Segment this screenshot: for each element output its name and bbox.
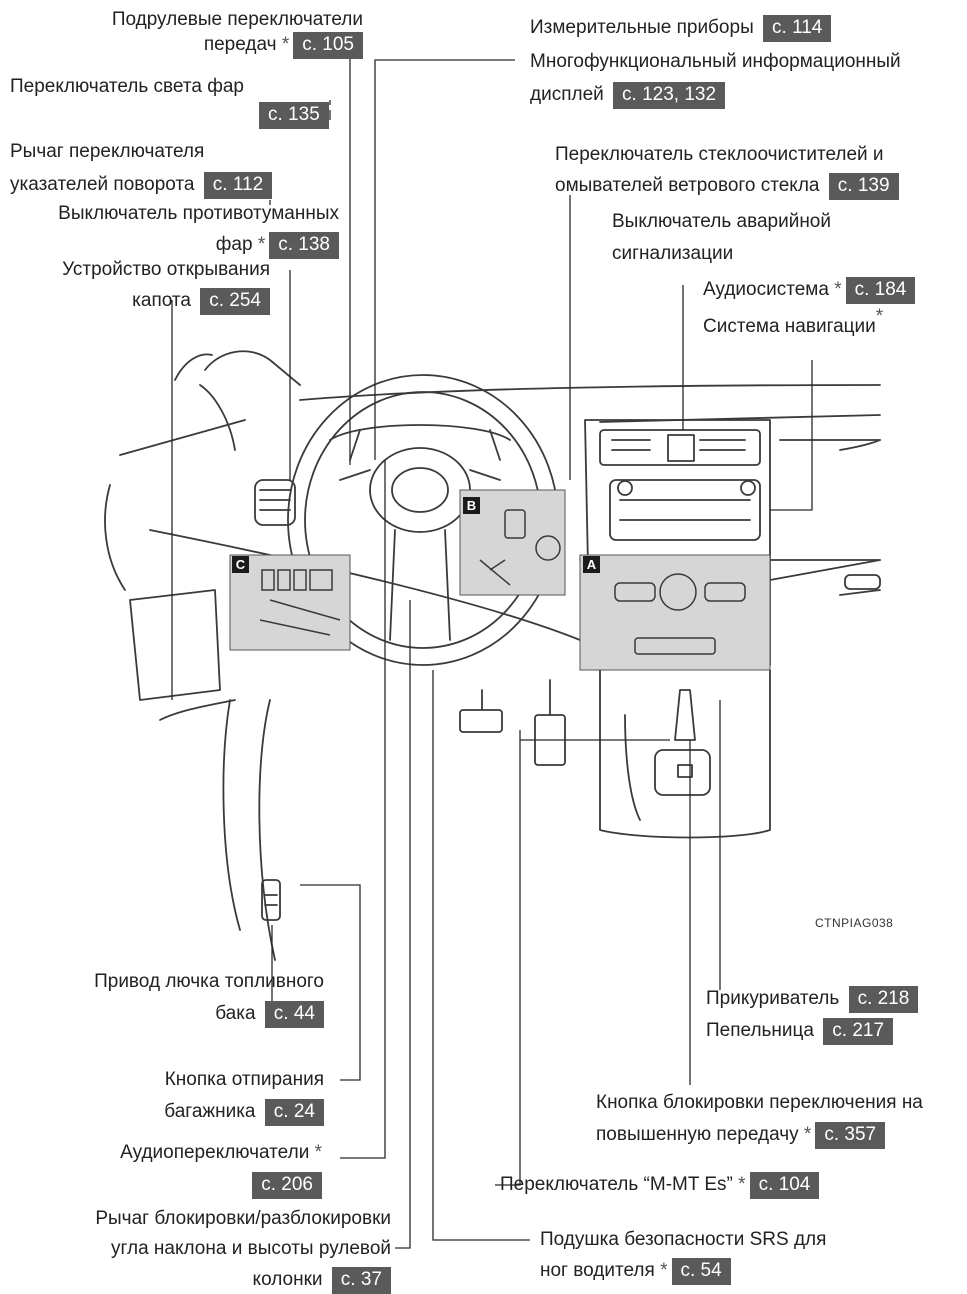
mid-label: Многофункциональный информационный диспл… [530, 50, 901, 109]
page-ref-badge[interactable]: с. 139 [828, 173, 899, 200]
page-ref-badge[interactable]: с. 135 [259, 102, 329, 129]
hazard-label: Выключатель аварийной сигнализации [612, 210, 831, 266]
nav-line1: Система навигации [703, 316, 876, 337]
page-ref-badge[interactable]: с. 24 [264, 1099, 324, 1126]
asterisk: * [660, 1260, 668, 1281]
tilt-line3: колонки [252, 1269, 323, 1290]
page-ref-badge[interactable]: с. 254 [200, 288, 270, 315]
fuel-label: Привод лючка топливного бака с. 44 [94, 970, 324, 1028]
asterisk: * [803, 1124, 812, 1145]
fog-line1: Выключатель противотуманных [58, 203, 339, 224]
ashtray-label: Пепельница с. 217 [706, 1018, 894, 1045]
paddle-shift-label: Подрулевые переключатели передач *с. 105 [112, 8, 363, 59]
paddle-shift-line2: передач [203, 34, 277, 55]
asterisk: * [281, 34, 290, 55]
hood-line1: Устройство открывания [62, 259, 270, 280]
knee-airbag-line2: ног водителя [540, 1260, 655, 1281]
turn-signal-line2: указателей поворота [10, 174, 195, 195]
gauges-line1: Измерительные приборы [530, 17, 754, 38]
gauges-label: Измерительные приборы с. 114 [530, 15, 832, 42]
page-ref-badge[interactable]: с. 357 [815, 1122, 886, 1149]
page-ref-badge[interactable]: с. 114 [763, 15, 832, 42]
fog-line2: фар [215, 234, 253, 255]
asterisk: * [834, 279, 842, 300]
asterisk: * [257, 234, 266, 255]
trunk-line2: багажника [164, 1101, 256, 1122]
overdrive-line2: повышенную передачу [596, 1124, 799, 1145]
paddle-shift-line1: Подрулевые переключатели [111, 9, 363, 30]
overdrive-label: Кнопка блокировки переключения на повыше… [596, 1091, 967, 1149]
wiper-line1: Переключатель стеклоочистителей и [555, 144, 884, 165]
callout-b: B [463, 497, 480, 514]
page-ref-badge[interactable]: с. 123, 132 [613, 82, 726, 109]
page-ref-badge[interactable]: с. 206 [252, 1172, 322, 1199]
page-ref-badge[interactable]: с. 218 [848, 986, 919, 1013]
tilt-line2: угла наклона и высоты рулевой [110, 1238, 391, 1259]
turn-signal-line1: Рычаг переключателя [10, 141, 205, 162]
page-ref-badge[interactable]: с. 105 [293, 32, 363, 59]
audio-label: Аудиосистема *с. 184 [703, 277, 916, 304]
turn-signal-label: Рычаг переключателя указателей поворота … [10, 140, 273, 199]
page-ref-badge[interactable]: с. 112 [203, 172, 273, 199]
hood-line2: капота [132, 290, 191, 311]
audio-line1: Аудиосистема [703, 279, 829, 300]
nav-label: Система навигации* [703, 306, 883, 339]
hazard-line2: сигнализации [612, 243, 734, 264]
lighter-line1: Прикуриватель [706, 988, 840, 1009]
fuel-line1: Привод лючка топливного [94, 971, 324, 992]
mmt-label: Переключатель “M-MT Es” *с. 104 [500, 1172, 820, 1199]
page-ref-badge[interactable]: с. 217 [823, 1018, 894, 1045]
callout-a: A [583, 556, 600, 573]
page-ref-badge[interactable]: с. 104 [749, 1172, 820, 1199]
fuel-line2: бака [215, 1003, 256, 1024]
overdrive-line1: Кнопка блокировки переключения на [596, 1092, 923, 1113]
wiper-line2: омывателей ветрового стекла [555, 175, 820, 196]
knee-airbag-line1: Подушка безопасности SRS для [540, 1229, 827, 1250]
wiper-label: Переключатель стеклоочистителей и омыват… [555, 143, 899, 200]
page-ref-badge[interactable]: с. 37 [331, 1267, 391, 1294]
asterisk: * [314, 1142, 322, 1163]
headlight-line1: Переключатель света фар [10, 76, 244, 97]
mid-line2: дисплей [530, 84, 604, 105]
fog-label: Выключатель противотуманных фар *с. 138 [58, 202, 339, 259]
callout-c: C [232, 556, 249, 573]
ashtray-line1: Пепельница [706, 1020, 814, 1041]
asterisk: * [875, 306, 884, 327]
trunk-label: Кнопка отпирания багажника с. 24 [164, 1068, 324, 1126]
tilt-line1: Рычаг блокировки/разблокировки [95, 1208, 391, 1229]
image-code: CTNPIAG038 [815, 916, 894, 930]
page-ref-badge[interactable]: с. 184 [845, 277, 916, 304]
page-ref-badge[interactable]: с. 138 [269, 232, 339, 259]
knee-airbag-label: Подушка безопасности SRS для ног водител… [540, 1228, 826, 1285]
page-ref-badge[interactable]: с. 54 [671, 1258, 731, 1285]
mmt-line1: Переключатель “M-MT Es” [500, 1174, 733, 1195]
trunk-line1: Кнопка отпирания [164, 1069, 324, 1090]
asterisk: * [738, 1174, 746, 1195]
audio-switches-label: Аудиопереключатели * с. 206 [120, 1141, 322, 1199]
audio-switches-line1: Аудиопереключатели [120, 1142, 310, 1163]
hazard-line1: Выключатель аварийной [612, 211, 831, 232]
page-ref-badge[interactable]: с. 44 [264, 1001, 324, 1028]
lighter-label: Прикуриватель с. 218 [706, 986, 919, 1013]
hood-label: Устройство открывания капота с. 254 [62, 258, 270, 315]
tilt-lever-label: Рычаг блокировки/разблокировки угла накл… [95, 1207, 391, 1294]
headlight-label: Переключатель света фар [10, 75, 244, 99]
mid-line1: Многофункциональный информационный [530, 51, 901, 72]
